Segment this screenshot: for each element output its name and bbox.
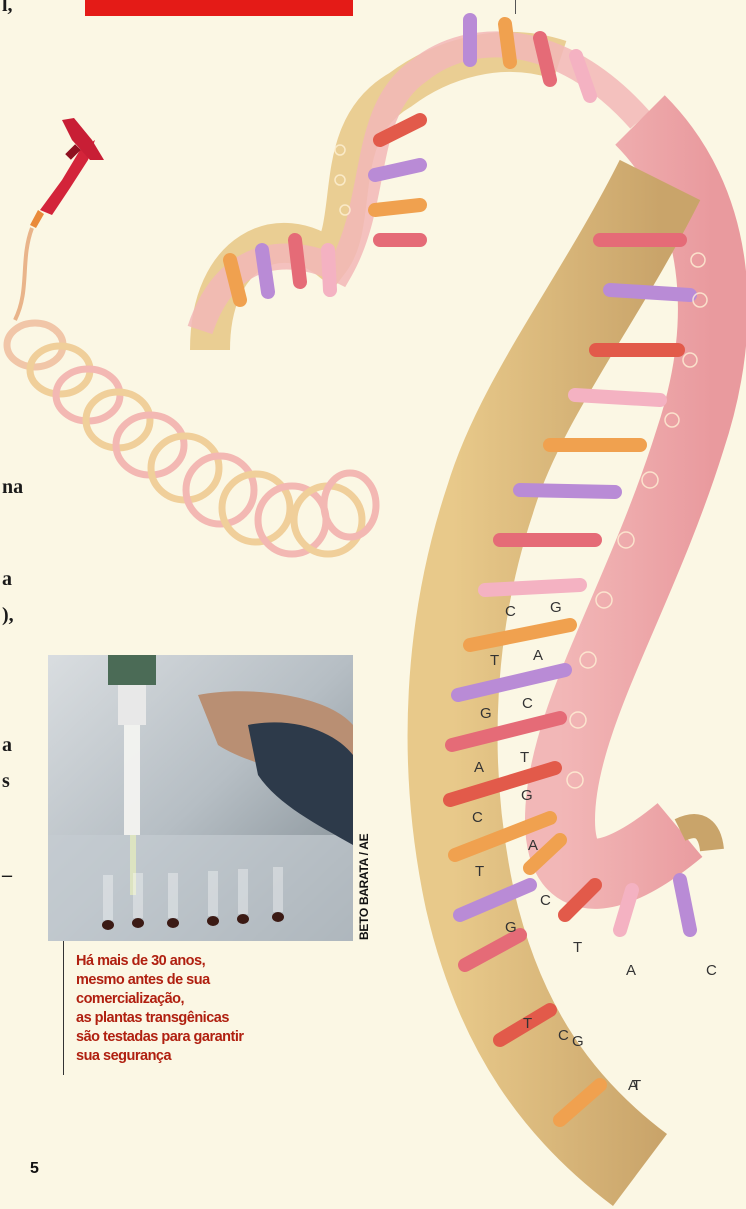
caption-line: sua segurança xyxy=(76,1047,296,1066)
photo-caption: Há mais de 30 anos, mesmo antes de sua c… xyxy=(76,952,296,1066)
caption-line: Há mais de 30 anos, xyxy=(76,952,296,971)
base-letter: G xyxy=(521,787,533,804)
caption-line: mesmo antes de sua xyxy=(76,971,296,990)
caption-line: as plantas transgênicas xyxy=(76,1009,296,1028)
base-letter: C xyxy=(472,809,483,826)
base-letter: G xyxy=(572,1033,584,1050)
base-letter: A xyxy=(528,837,538,854)
text-fragment: a xyxy=(2,734,12,757)
page-number: 5 xyxy=(30,1160,39,1178)
chromosome-icon xyxy=(30,118,104,228)
text-fragment: a xyxy=(2,568,12,591)
base-letter: C xyxy=(540,892,551,909)
lab-photo xyxy=(48,655,353,941)
base-letter: A xyxy=(626,962,636,979)
base-letter: A xyxy=(474,759,484,776)
base-letter: T xyxy=(523,1015,532,1032)
caption-rule xyxy=(63,941,64,1075)
base-letter: T xyxy=(573,939,582,956)
text-fragment: s xyxy=(2,770,10,793)
text-fragment: na xyxy=(2,476,23,499)
caption-line: são testadas para garantir xyxy=(76,1028,296,1047)
base-letter: T xyxy=(632,1077,641,1094)
base-letter: T xyxy=(520,749,529,766)
base-letter: G xyxy=(505,919,517,936)
base-letter: G xyxy=(550,599,562,616)
base-letter: T xyxy=(475,863,484,880)
text-fragment: l, xyxy=(2,0,13,17)
base-letter: C xyxy=(522,695,533,712)
base-letter: G xyxy=(480,705,492,722)
base-letter: C xyxy=(505,603,516,620)
coiled-dna-spring xyxy=(7,323,376,554)
text-fragment: ), xyxy=(2,604,14,627)
base-letter: C xyxy=(706,962,717,979)
caption-line: comercialização, xyxy=(76,990,296,1009)
base-letter: A xyxy=(533,647,543,664)
text-fragment: – xyxy=(2,864,12,887)
base-letter: C xyxy=(558,1027,569,1044)
base-letter: T xyxy=(490,652,499,669)
photo-credit: BETO BARATA / AE xyxy=(357,834,371,940)
